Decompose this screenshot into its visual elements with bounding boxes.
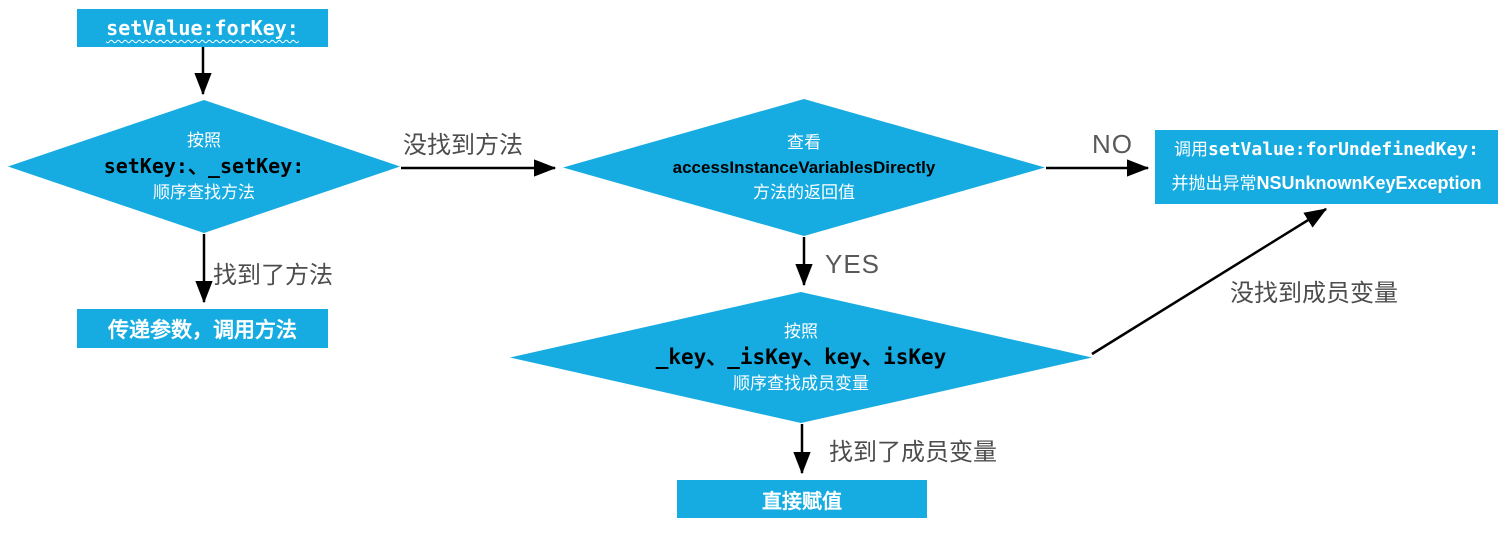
edge-label-method-found: 找到了方法 [213, 262, 333, 289]
undefined-key-line2: 并抛出异常NSUnknownKeyException [1171, 167, 1481, 201]
find-ivar-line3: 顺序查找成员变量 [733, 374, 869, 393]
undefined-key-line2-code: NSUnknownKeyException [1256, 173, 1482, 193]
node-undefined-key-exception: 调用setValue:forUndefinedKey: 并抛出异常NSUnkno… [1155, 130, 1498, 204]
find-ivar-line1: 按照 [784, 322, 818, 341]
undefined-key-line1-prefix: 调用 [1174, 140, 1209, 159]
decision-find-setter-method: 按照 setKey:、_setKey: 顺序查找方法 [8, 100, 400, 233]
find-method-line3: 顺序查找方法 [153, 183, 255, 202]
check-access-line3: 方法的返回值 [753, 183, 855, 202]
assign-directly-label: 直接赋值 [762, 490, 842, 513]
find-method-line1: 按照 [187, 131, 221, 150]
undefined-key-line2-prefix: 并抛出异常 [1171, 174, 1257, 193]
decision-find-ivar: 按照 _key、_isKey、key、isKey 顺序查找成员变量 [510, 292, 1092, 423]
node-assign-directly: 直接赋值 [677, 480, 927, 518]
undefined-key-line1-code: setValue:forUndefinedKey: [1208, 139, 1479, 160]
call-method-label: 传递参数，调用方法 [108, 318, 297, 342]
decision-check-access-instance-variables: 查看 accessInstanceVariablesDirectly 方法的返回… [563, 99, 1045, 236]
find-method-line2: setKey:、_setKey: [103, 154, 305, 178]
check-access-line2: accessInstanceVariablesDirectly [672, 158, 936, 177]
edge-label-yes: YES [825, 249, 881, 279]
find-ivar-line2: _key、_isKey、key、isKey [655, 345, 947, 369]
undefined-key-line1: 调用setValue:forUndefinedKey: [1174, 133, 1479, 167]
check-access-line1: 查看 [787, 133, 821, 152]
node-call-method: 传递参数，调用方法 [77, 309, 328, 348]
setvalue-forkey-label: setValue:forKey: [106, 16, 299, 40]
edge-label-ivar-found: 找到了成员变量 [829, 439, 997, 466]
node-setvalue-forkey: setValue:forKey: [77, 9, 328, 47]
edge-label-method-not-found: 没找到方法 [403, 132, 523, 159]
edge-label-ivar-not-found: 没找到成员变量 [1230, 280, 1398, 307]
edge-label-no: NO [1092, 129, 1133, 159]
